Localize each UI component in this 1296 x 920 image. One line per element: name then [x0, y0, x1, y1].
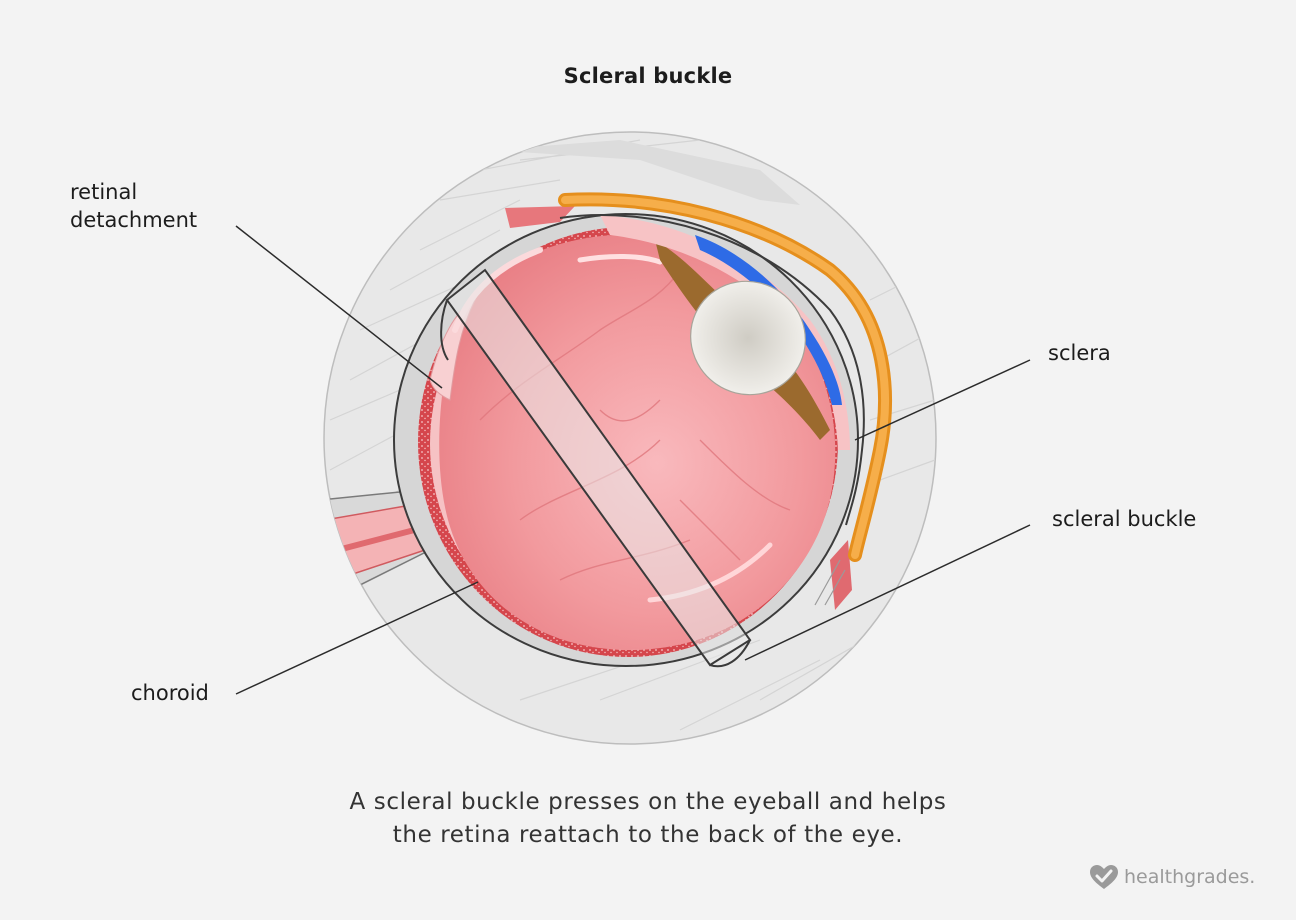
label-sclera: sclera [1048, 341, 1111, 365]
brand-name: healthgrades. [1124, 866, 1256, 888]
label-scleral-buckle: scleral buckle [1052, 507, 1197, 531]
leader-sclera [854, 359, 1031, 441]
healthgrades-logo: healthgrades. [1088, 862, 1255, 892]
diagram-title: Scleral buckle [563, 64, 733, 88]
iris [695, 235, 842, 405]
leader-choroid [235, 581, 479, 695]
upper-muscle [505, 206, 575, 228]
leader-retinal-detachment [235, 225, 443, 389]
upper-tissue [490, 140, 800, 205]
lens [690, 280, 806, 396]
lower-muscle [830, 540, 852, 610]
caption: A scleral buckle presses on the eyeball … [349, 789, 947, 848]
leader-scleral-buckle [744, 524, 1031, 661]
label-retinal-detachment: retinal detachment [70, 180, 198, 232]
detached-retina-fold [429, 298, 477, 401]
label-choroid: choroid [131, 681, 209, 705]
heart-check-icon [1090, 865, 1118, 889]
